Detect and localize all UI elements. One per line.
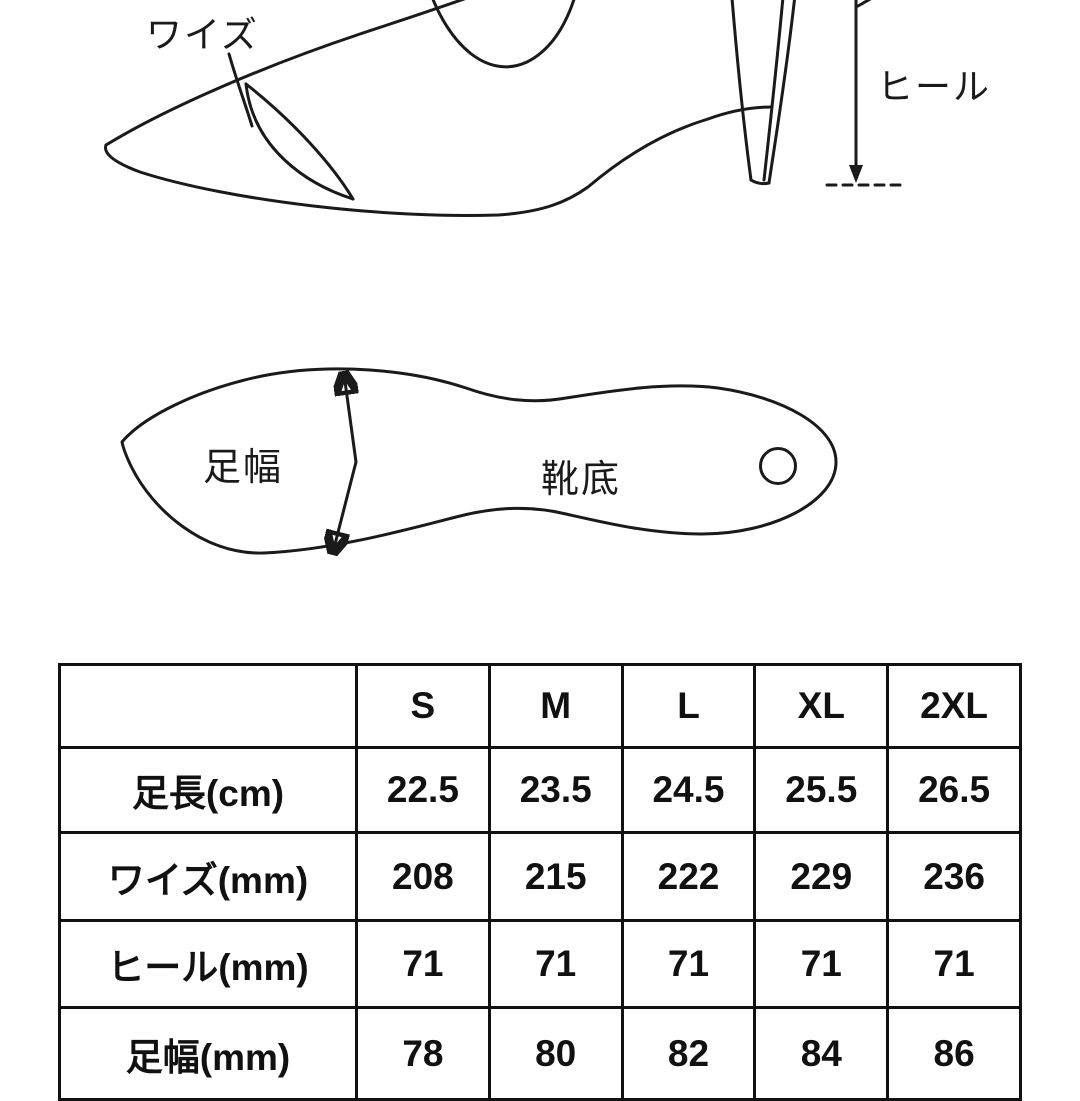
table-cell: 82 [620,1006,757,1101]
girth-measure-curve-outer [244,82,355,201]
girth-label: ワイズ [146,14,259,55]
table-cell: 208 [355,831,491,922]
shoe-illustration [104,0,909,218]
table-cell: 71 [487,919,624,1009]
sole-heel-hole [759,447,797,485]
table-column-header: 2XL [886,663,1022,749]
table-row: ヒール(mm) 71 71 71 71 71 [58,919,1022,1009]
table-cell: 24.5 [620,746,757,834]
row-label: ヒール(mm) [58,919,358,1009]
foot-width-label: 足幅 [203,447,284,489]
table-cell: 229 [753,831,890,922]
table-column-header: L [620,663,757,749]
table-cell: 71 [753,919,890,1009]
heel-label: ヒール [877,66,992,107]
sole-label: 靴底 [541,459,622,501]
girth-label-pointer [227,52,254,128]
shoe-sole-line [104,117,710,218]
row-label: 足長(cm) [58,746,358,834]
table-cell: 80 [487,1006,624,1101]
heel-tip [749,178,771,186]
heel-measure-arrowhead [849,165,863,183]
table-cell: 25.5 [753,746,890,834]
row-label: ワイズ(mm) [58,831,358,922]
heel-back-edge [767,0,796,185]
row-label: 足幅(mm) [58,1006,358,1101]
table-cell: 23.5 [487,746,624,834]
table-cell: 22.5 [355,746,491,834]
table-header-row: S M L XL 2XL [58,663,1022,749]
table-row: ワイズ(mm) 208 215 222 229 236 [58,831,1022,922]
table-cell: 71 [355,919,491,1009]
table-corner-cell [58,663,358,749]
heel-measure-top-tick [856,0,872,8]
table-cell: 78 [355,1006,491,1101]
size-table: S M L XL 2XL 足長(cm) 22.5 23.5 24.5 25.5 … [58,663,1022,1101]
foot-width-measure-arrow [333,374,356,552]
shoe-heel-seat [706,105,774,121]
sole-illustration [120,367,838,590]
table-cell: 236 [886,831,1022,922]
shoe-upper-line [104,0,466,147]
table-column-header: S [355,663,491,749]
table-cell: 71 [886,919,1022,1009]
table-column-header: XL [753,663,890,749]
sole-outline [120,367,838,555]
girth-measure-curve-inner [244,82,355,201]
table-cell: 86 [886,1006,1022,1101]
table-row: 足幅(mm) 78 80 82 84 86 [58,1006,1022,1101]
heel-front-edge [730,0,753,182]
table-row: 足長(cm) 22.5 23.5 24.5 25.5 26.5 [58,746,1022,834]
shoe-vamp-opening [431,0,576,69]
heel-inner-line [762,0,785,182]
table-column-header: M [487,663,624,749]
table-cell: 222 [620,831,757,922]
table-cell: 84 [753,1006,890,1101]
table-cell: 215 [487,831,624,922]
table-cell: 26.5 [886,746,1022,834]
table-cell: 71 [620,919,757,1009]
